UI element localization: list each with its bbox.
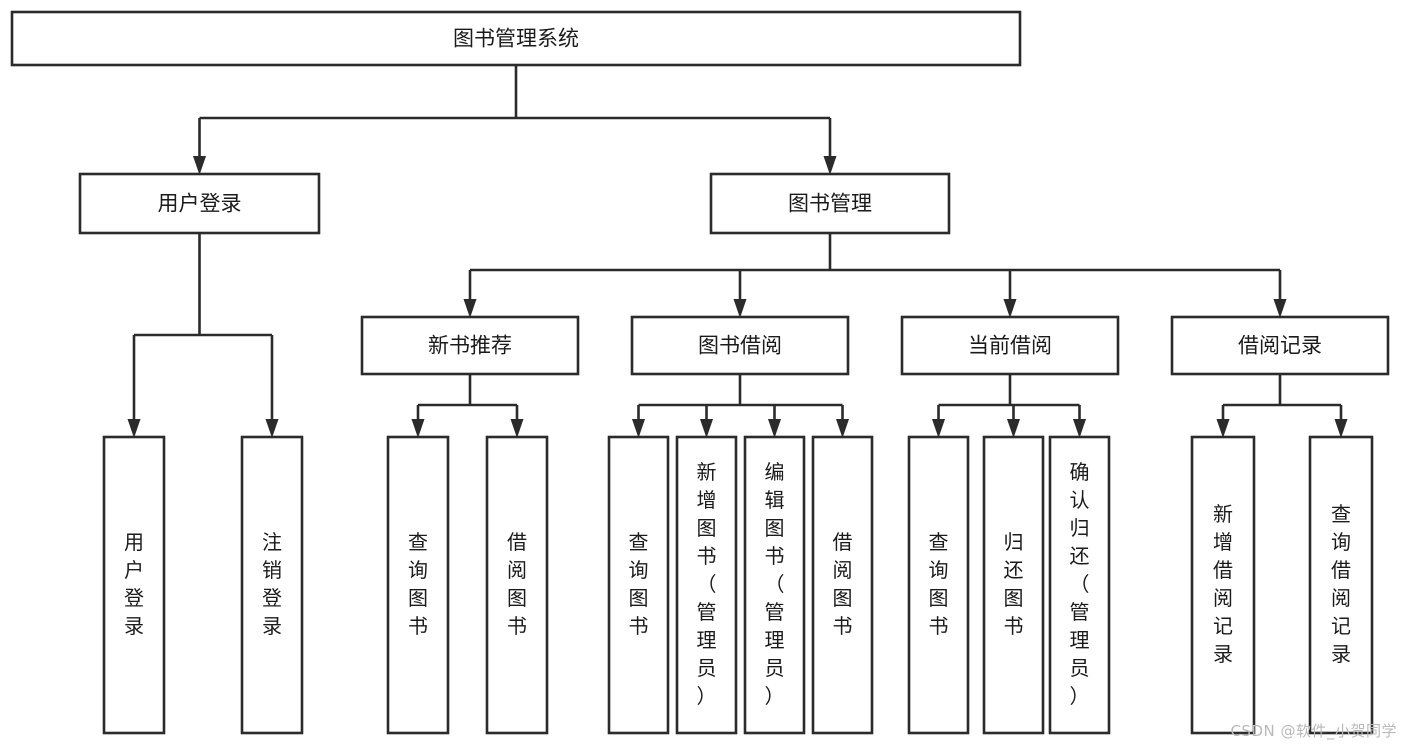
node-box-leaf-query-borrow-rec[interactable] [1308, 435, 1374, 735]
node-label-book-manage: 图书管理 [788, 192, 872, 216]
node-box-leaf-borrow-book-brw[interactable] [811, 435, 874, 735]
node-label-leaf-logout-login: 注销登录 [262, 530, 282, 638]
node-borrow-record[interactable]: 借阅记录 [1170, 315, 1390, 376]
connector-group-borrow-record [1216, 374, 1348, 438]
node-box-user-login[interactable] [78, 172, 321, 235]
node-leaf-borrow-book-rec[interactable]: 借阅图书 [485, 435, 549, 735]
node-root[interactable]: 图书管理系统 [10, 10, 1022, 67]
node-leaf-add-book-admin[interactable]: 新增图书（管理员） [675, 435, 738, 735]
node-box-leaf-add-borrow-rec[interactable] [1190, 435, 1256, 735]
nodes-layer: 图书管理系统用户登录图书管理新书推荐图书借阅当前借阅借阅记录用户登录注销登录查询… [10, 10, 1390, 735]
node-box-leaf-query-book-brw[interactable] [607, 435, 670, 735]
node-label-current-borrow: 当前借阅 [968, 334, 1052, 358]
arrow-head-user-login [193, 156, 206, 175]
node-book-borrow[interactable]: 图书借阅 [630, 315, 850, 376]
node-leaf-logout-login[interactable]: 注销登录 [240, 435, 304, 735]
connector-group-user-login [127, 233, 279, 438]
node-box-leaf-query-book-cur[interactable] [907, 435, 970, 735]
arrow-head-leaf-query-borrow-rec [1334, 419, 1348, 438]
watermark-label: CSDN @软件_小贺同学 [1230, 722, 1397, 740]
node-label-leaf-return-book: 归还图书 [1004, 530, 1024, 638]
node-label-book-borrow: 图书借阅 [698, 334, 782, 358]
node-box-current-borrow[interactable] [900, 315, 1120, 376]
arrow-head-new-book-recommend [463, 299, 477, 318]
arrow-head-leaf-borrow-book-rec [510, 419, 524, 438]
node-label-leaf-query-book-cur: 查询图书 [929, 530, 949, 638]
arrow-head-borrow-record [1273, 299, 1287, 318]
arrow-head-leaf-add-book-admin [700, 419, 713, 438]
node-leaf-user-login[interactable]: 用户登录 [102, 435, 166, 735]
node-box-leaf-query-book-rec[interactable] [386, 435, 450, 735]
connector-group-current-borrow [932, 374, 1086, 438]
node-leaf-add-borrow-rec[interactable]: 新增借阅记录 [1190, 435, 1256, 735]
connector-group-root [193, 65, 837, 175]
node-label-leaf-add-book-admin: 新增图书（管理员） [697, 460, 717, 708]
arrow-head-leaf-edit-book-admin [768, 419, 781, 438]
connectors-layer [127, 65, 1348, 438]
arrow-head-leaf-logout-login [265, 419, 279, 438]
arrow-head-leaf-return-book [1007, 419, 1020, 438]
arrow-head-leaf-query-book-cur [932, 419, 945, 438]
node-label-leaf-query-book-brw: 查询图书 [629, 530, 649, 638]
node-user-login[interactable]: 用户登录 [78, 172, 321, 235]
node-box-leaf-borrow-book-rec[interactable] [485, 435, 549, 735]
node-label-root: 图书管理系统 [453, 27, 579, 51]
arrow-head-book-borrow [733, 299, 747, 318]
arrow-head-leaf-add-borrow-rec [1216, 419, 1230, 438]
node-leaf-borrow-book-brw[interactable]: 借阅图书 [811, 435, 874, 735]
arrow-head-leaf-confirm-return [1073, 419, 1086, 438]
node-label-leaf-user-login: 用户登录 [124, 530, 144, 638]
arrow-head-leaf-user-login [127, 419, 141, 438]
node-leaf-query-book-brw[interactable]: 查询图书 [607, 435, 670, 735]
node-new-book-recommend[interactable]: 新书推荐 [360, 315, 580, 376]
arrow-head-leaf-query-book-brw [632, 419, 645, 438]
node-label-leaf-query-borrow-rec: 查询借阅记录 [1331, 502, 1351, 666]
node-box-leaf-add-book-admin[interactable] [675, 435, 738, 735]
node-box-leaf-return-book[interactable] [982, 435, 1045, 735]
node-box-root[interactable] [10, 10, 1022, 67]
node-box-leaf-logout-login[interactable] [240, 435, 304, 735]
node-label-leaf-borrow-book-rec: 借阅图书 [507, 530, 527, 638]
node-leaf-query-borrow-rec[interactable]: 查询借阅记录 [1308, 435, 1374, 735]
node-label-user-login: 用户登录 [158, 192, 242, 216]
node-label-leaf-query-book-rec: 查询图书 [408, 530, 428, 638]
node-current-borrow[interactable]: 当前借阅 [900, 315, 1120, 376]
node-box-leaf-edit-book-admin[interactable] [743, 435, 806, 735]
node-box-borrow-record[interactable] [1170, 315, 1390, 376]
node-leaf-confirm-return[interactable]: 确认归还（管理员） [1048, 435, 1111, 735]
arrow-head-current-borrow [1003, 299, 1017, 318]
node-box-leaf-user-login[interactable] [102, 435, 166, 735]
node-leaf-edit-book-admin[interactable]: 编辑图书（管理员） [743, 435, 806, 735]
node-leaf-query-book-rec[interactable]: 查询图书 [386, 435, 450, 735]
node-book-manage[interactable]: 图书管理 [709, 172, 951, 235]
node-box-leaf-confirm-return[interactable] [1048, 435, 1111, 735]
connector-group-new-book-recommend [411, 374, 524, 438]
node-label-leaf-borrow-book-brw: 借阅图书 [833, 530, 853, 638]
node-box-book-manage[interactable] [709, 172, 951, 235]
node-label-leaf-edit-book-admin: 编辑图书（管理员） [765, 460, 785, 708]
connector-group-book-manage [463, 233, 1287, 318]
node-box-new-book-recommend[interactable] [360, 315, 580, 376]
arrow-head-leaf-borrow-book-brw [836, 419, 849, 438]
arrow-head-book-manage [823, 156, 837, 175]
node-label-borrow-record: 借阅记录 [1238, 334, 1322, 358]
node-label-leaf-confirm-return: 确认归还（管理员） [1070, 460, 1090, 708]
node-leaf-query-book-cur[interactable]: 查询图书 [907, 435, 970, 735]
node-label-new-book-recommend: 新书推荐 [428, 334, 512, 358]
node-leaf-return-book[interactable]: 归还图书 [982, 435, 1045, 735]
connector-group-book-borrow [632, 374, 849, 438]
node-label-leaf-add-borrow-rec: 新增借阅记录 [1213, 502, 1233, 666]
node-box-book-borrow[interactable] [630, 315, 850, 376]
arrow-head-leaf-query-book-rec [411, 419, 425, 438]
